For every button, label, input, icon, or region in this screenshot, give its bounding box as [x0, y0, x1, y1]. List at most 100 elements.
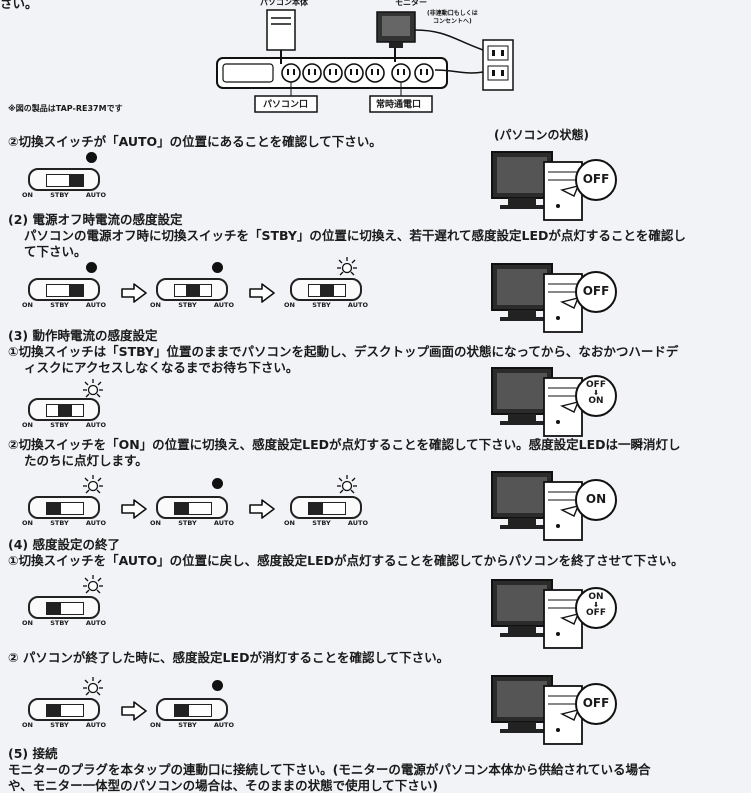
switch-label-stby: STBY [178, 721, 197, 729]
led-lit-icon [336, 474, 358, 496]
section-4-step-2: ② パソコンが終了した時に、感度設定LEDが消灯することを確認して下さい。 [8, 650, 450, 665]
switch-label-auto: AUTO [85, 721, 106, 729]
switch-label-auto: AUTO [213, 519, 234, 527]
switch-knob [47, 603, 61, 614]
bubble-top-text: ON [588, 592, 604, 602]
step-2-auto-text: ②切換スイッチが「AUTO」の位置にあることを確認して下さい。 [8, 134, 382, 149]
section-3-step-1-line-2: ィスクにアクセスしなくなるまでお待ち下さい。 [24, 360, 299, 375]
switch-body [28, 496, 100, 519]
switch-label-stby: STBY [50, 721, 69, 729]
section-5-line-2: や、モニター一体型のパソコンの場合は、そのままの状態で使用して下さい) [8, 778, 438, 793]
switch-label-auto: AUTO [347, 301, 368, 309]
switch-position-labels: ON STBY AUTO [22, 721, 106, 729]
slide-switch: ON STBY AUTO [22, 698, 106, 729]
switch-slot [46, 404, 84, 417]
section-2-line-2: て下さい。 [24, 244, 87, 259]
pc-state-illustration: OFF [490, 258, 620, 338]
section-2-line-1: パソコンの電源オフ時に切換スイッチを「STBY」の位置に切換え、若干遅れて感度設… [24, 228, 686, 243]
switch-slot [174, 502, 212, 515]
switch-body [28, 698, 100, 721]
switch-knob [186, 285, 200, 296]
section-3-step-1-line-1: ①切換スイッチは「STBY」位置のままでパソコンを起動し、デスクトップ画面の状態… [8, 344, 679, 359]
pc-state-illustration: OFF⬇ON [490, 362, 620, 442]
switch-knob [175, 705, 189, 716]
switch-label-on: ON [150, 721, 161, 729]
bubble-arrow-icon: ⬇ [593, 389, 599, 397]
switch-slot [174, 284, 212, 297]
switch-body [156, 698, 228, 721]
pc-state-bubble-text: ON [585, 492, 607, 506]
pc-state-illustration: OFF [490, 146, 620, 226]
section-3-step-2-line-1: ②切換スイッチを「ON」の位置に切換え、感度設定LEDが点灯することを確認して下… [8, 437, 681, 452]
switch-slot [46, 704, 84, 717]
switch-position-labels: ON STBY AUTO [150, 519, 234, 527]
switch-slot [174, 704, 212, 717]
bubble-bottom-text: ON [588, 396, 604, 406]
switch-slot [46, 284, 84, 297]
switch-label-on: ON [284, 301, 295, 309]
pc-state-bubble-text: OFF [582, 284, 610, 298]
product-note: ※図の製品はTAP-RE37Mです [8, 104, 123, 113]
pc-outlet-label: パソコン口 [263, 100, 309, 110]
pc-state-heading: (パソコンの状態) [494, 128, 589, 142]
section-3-title: (3) 動作時電流の感度設定 [8, 328, 158, 343]
switch-slot [46, 502, 84, 515]
switch-position-labels: ON STBY AUTO [22, 519, 106, 527]
switch-label-on: ON [150, 301, 161, 309]
monitor-note-1: (非連動口もしくは [427, 10, 478, 17]
switch-label-stby: STBY [50, 519, 69, 527]
switch-label-stby: STBY [50, 301, 69, 309]
pc-state-illustration: ON [490, 466, 620, 546]
led-off-dot [86, 152, 97, 163]
bubble-arrow-icon: ⬇ [593, 601, 599, 609]
switch-body [290, 496, 362, 519]
switch-knob [58, 405, 72, 416]
switch-slot [46, 174, 84, 187]
switch-label-stby: STBY [50, 421, 69, 429]
switch-label-auto: AUTO [85, 519, 106, 527]
switch-label-on: ON [22, 619, 33, 627]
led-lit-icon [82, 378, 104, 400]
switch-body [290, 278, 362, 301]
right-arrow-icon [120, 700, 148, 722]
switch-label-stby: STBY [178, 301, 197, 309]
switch-label-on: ON [22, 519, 33, 527]
switch-knob [47, 705, 61, 716]
power-strip-illustration [216, 9, 514, 113]
switch-label-stby: STBY [50, 191, 69, 199]
slide-switch: ON STBY AUTO [22, 496, 106, 527]
section-2-title: (2) 電源オフ時電流の感度設定 [8, 212, 183, 227]
pc-state-bubble-text: OFF [582, 172, 610, 186]
switch-position-labels: ON STBY AUTO [284, 301, 368, 309]
switch-body [28, 278, 100, 301]
switch-label-stby: STBY [312, 301, 331, 309]
switch-knob [320, 285, 334, 296]
pc-state-bubble-text: ON⬇OFF [576, 592, 616, 618]
switch-label-stby: STBY [312, 519, 331, 527]
right-arrow-icon [248, 498, 276, 520]
switch-label-on: ON [284, 519, 295, 527]
switch-label-on: ON [22, 721, 33, 729]
switch-label-stby: STBY [178, 519, 197, 527]
led-lit-icon [82, 676, 104, 698]
switch-label-on: ON [150, 519, 161, 527]
led-lit-icon [82, 474, 104, 496]
switch-label-auto: AUTO [213, 721, 234, 729]
monitor-label: モニター [395, 0, 427, 7]
slide-switch: ON STBY AUTO [150, 698, 234, 729]
switch-body [28, 168, 100, 191]
switch-label-auto: AUTO [85, 191, 106, 199]
switch-label-auto: AUTO [85, 301, 106, 309]
pc-state-illustration: ON⬇OFF [490, 574, 620, 654]
led-lit-icon [336, 256, 358, 278]
switch-body [28, 398, 100, 421]
monitor-note-2: コンセントへ) [433, 18, 472, 25]
bubble-bottom-text: OFF [586, 608, 606, 618]
